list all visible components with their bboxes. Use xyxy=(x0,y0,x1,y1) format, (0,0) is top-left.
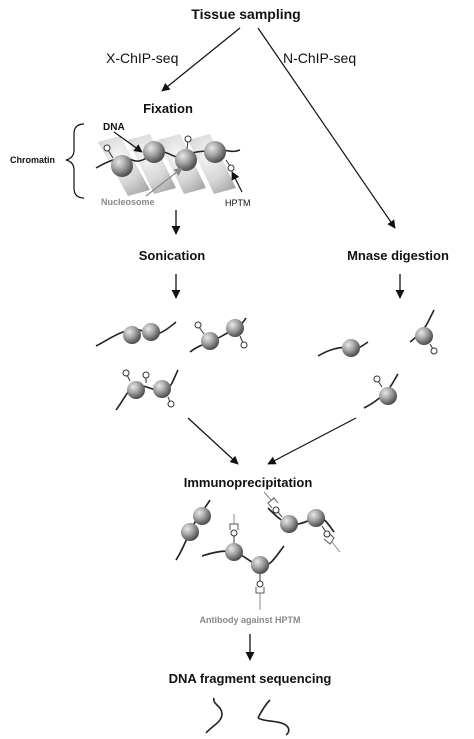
pointer-dna xyxy=(113,131,143,153)
step-dna-fragment-sequencing: DNA fragment sequencing xyxy=(169,671,332,686)
arrow-to-fixation xyxy=(161,27,241,92)
mnase-fragment-3 xyxy=(363,373,399,409)
step-fixation: Fixation xyxy=(143,101,193,116)
label-nucleosome: Nucleosome xyxy=(101,197,155,207)
pointer-nucleosome xyxy=(145,167,183,197)
sonication-fragment-1 xyxy=(95,321,177,347)
sonication-fragment-2 xyxy=(189,317,248,353)
mnase-fragment-1 xyxy=(317,339,369,357)
step-immunoprecipitation: Immunoprecipitation xyxy=(184,475,313,490)
step-sonication: Sonication xyxy=(139,248,206,263)
branch-label-n-chip-seq: N-ChIP-seq xyxy=(283,50,356,66)
label-dna: DNA xyxy=(103,122,125,133)
label-hptm: HPTM xyxy=(225,198,251,208)
fixed-chromatin-illustration xyxy=(95,134,241,196)
chromatin-brace xyxy=(65,123,85,199)
title-tissue-sampling: Tissue sampling xyxy=(191,6,300,22)
sequenced-fragment-1 xyxy=(205,697,223,734)
mnase-fragment-2 xyxy=(409,309,438,355)
arrow-mnase-to-ip xyxy=(267,417,357,465)
arrow-to-mnase xyxy=(257,27,396,229)
sonication-fragment-3 xyxy=(115,369,179,411)
arrow-sonication-to-ip xyxy=(187,417,239,465)
ip-illustration xyxy=(175,491,341,610)
branch-label-x-chip-seq: X-ChIP-seq xyxy=(106,50,178,66)
pointer-hptm xyxy=(231,171,243,193)
label-chromatin: Chromatin xyxy=(10,155,55,165)
sequenced-fragment-2 xyxy=(257,699,290,736)
label-antibody-against-hptm: Antibody against HPTM xyxy=(200,615,301,625)
step-mnase-digestion: Mnase digestion xyxy=(347,248,449,263)
